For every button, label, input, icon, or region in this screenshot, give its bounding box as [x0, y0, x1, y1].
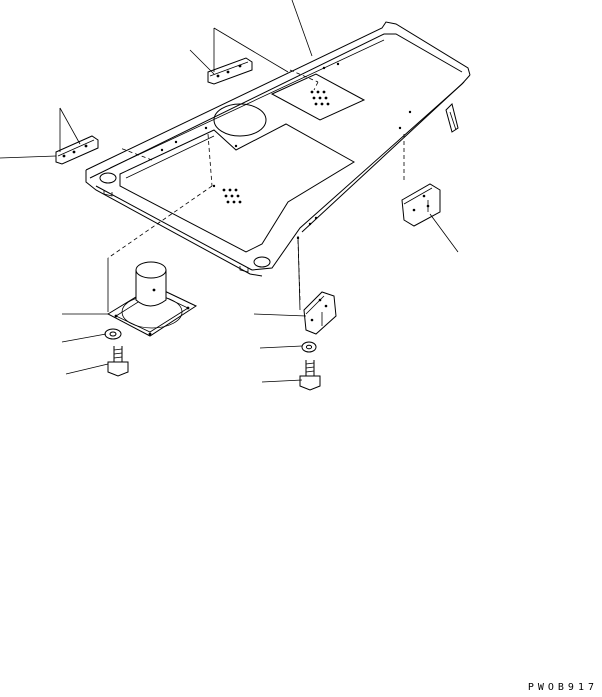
bolt-left: [107, 346, 129, 377]
washer-left: [104, 328, 122, 340]
floor-cutout-large: [119, 123, 355, 253]
rubber-mount: [106, 261, 198, 337]
bolt-right: [299, 360, 321, 391]
corner-hole-left: [99, 172, 117, 184]
round-hole: [213, 103, 267, 137]
corner-hole-right: [253, 256, 271, 268]
washer-right: [301, 341, 317, 353]
bracket-upper-left: [55, 107, 99, 165]
floor-plate: [85, 21, 471, 277]
bolt-pattern-center: [160, 110, 412, 240]
bracket-upper: [207, 27, 289, 85]
floor-cutout-upper: [270, 73, 366, 121]
bolt-pattern-upper: [310, 62, 340, 106]
bracket-right: [401, 183, 441, 227]
bracket-front-right: [303, 291, 337, 335]
leader-lines: [0, 0, 459, 383]
figure-code: PWOB917: [527, 682, 598, 693]
